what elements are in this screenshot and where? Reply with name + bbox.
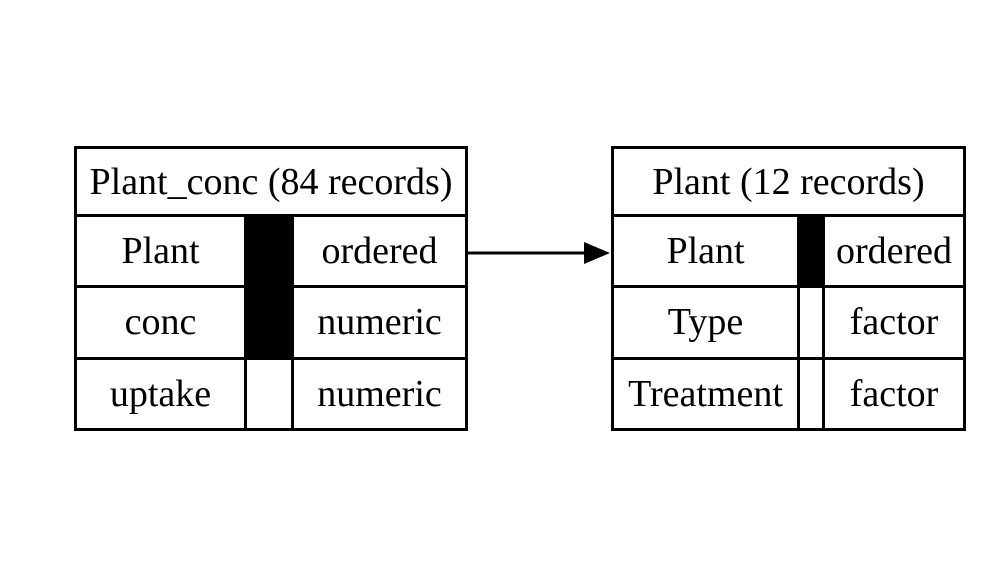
relation-arrow bbox=[466, 242, 610, 264]
key-indicator-cell bbox=[797, 288, 825, 357]
field-row: uptake numeric bbox=[77, 359, 465, 428]
field-name-cell: conc bbox=[124, 301, 197, 344]
key-indicator-cell bbox=[797, 217, 825, 286]
field-type-cell: ordered bbox=[835, 230, 953, 273]
key-indicator-cell bbox=[244, 359, 294, 428]
field-row: Type factor bbox=[614, 288, 963, 360]
table-plant-conc: Plant_conc (84 records) Plant ordered co… bbox=[74, 146, 468, 431]
field-name-cell: Plant bbox=[666, 230, 745, 273]
table-title: Plant (12 records) bbox=[614, 149, 963, 217]
field-type-cell: numeric bbox=[317, 372, 442, 415]
field-row: Plant ordered bbox=[77, 217, 465, 289]
field-name-cell: Plant bbox=[121, 230, 200, 273]
key-indicator-cell bbox=[244, 217, 294, 286]
field-row: Treatment factor bbox=[614, 359, 963, 428]
field-name-cell: uptake bbox=[109, 372, 212, 415]
field-row: Plant ordered bbox=[614, 217, 963, 289]
field-row: conc numeric bbox=[77, 288, 465, 360]
field-name-cell: Treatment bbox=[628, 372, 783, 415]
field-type-cell: factor bbox=[849, 301, 939, 344]
field-type-cell: ordered bbox=[321, 230, 438, 273]
table-title: Plant_conc (84 records) bbox=[77, 149, 465, 217]
field-type-cell: numeric bbox=[317, 301, 442, 344]
field-type-cell: factor bbox=[849, 372, 939, 415]
table-plant: Plant (12 records) Plant ordered Type fa… bbox=[611, 146, 966, 431]
key-indicator-cell bbox=[244, 288, 294, 357]
key-indicator-cell bbox=[797, 359, 825, 428]
field-name-cell: Type bbox=[667, 301, 744, 344]
arrowhead-icon bbox=[584, 242, 610, 264]
